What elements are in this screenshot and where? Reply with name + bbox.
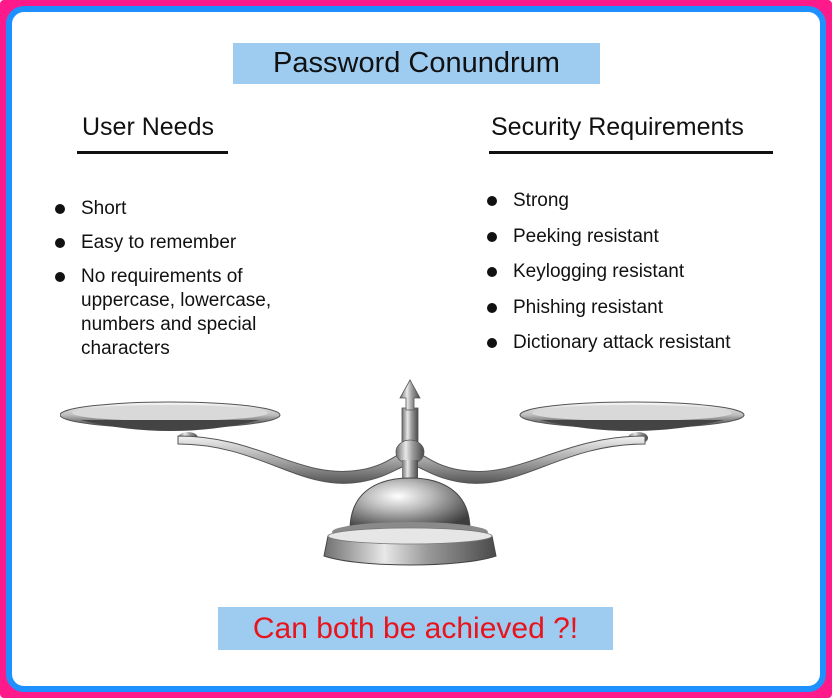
- list-item: Dictionary attack resistant: [487, 331, 787, 355]
- list-item: Strong: [487, 189, 787, 213]
- user-needs-list: Short Easy to remember No requirements o…: [55, 197, 355, 371]
- bullet-dot-icon: [487, 231, 497, 242]
- bullet-dot-icon: [55, 272, 65, 282]
- user-need-text: Easy to remember: [81, 232, 237, 253]
- security-requirement-text: Dictionary attack resistant: [513, 332, 731, 353]
- security-requirement-text: Keylogging resistant: [513, 261, 685, 282]
- balance-scale-icon: [60, 379, 745, 566]
- bullet-dot-icon: [487, 196, 497, 206]
- security-requirements-heading: Security Requirements: [491, 113, 744, 141]
- list-item: No requirements of uppercase, lowercase,…: [55, 265, 326, 361]
- security-requirement-text: Strong: [513, 190, 569, 211]
- security-requirements-underline: [489, 151, 773, 154]
- security-requirement-text: Peeking resistant: [513, 225, 659, 247]
- security-requirements-list: Strong Peeking resistant Keylogging resi…: [487, 189, 787, 367]
- user-needs-underline: [77, 151, 228, 154]
- bullet-dot-icon: [55, 238, 65, 248]
- central-question: Can both be achieved ?!: [218, 607, 613, 650]
- bullet-dot-icon: [487, 267, 497, 277]
- user-need-text: No requirements of uppercase, lowercase,…: [81, 266, 272, 359]
- security-requirement-text: Phishing resistant: [513, 296, 663, 318]
- list-item: Phishing resistant: [487, 296, 787, 320]
- list-item: Easy to remember: [55, 231, 355, 255]
- inner-frame: [6, 6, 826, 692]
- bullet-dot-icon: [487, 338, 497, 348]
- list-item: Short: [55, 197, 355, 221]
- list-item: Peeking resistant: [487, 225, 787, 249]
- page-title: Password Conundrum: [233, 43, 600, 84]
- list-item: Keylogging resistant: [487, 260, 787, 284]
- user-needs-heading: User Needs: [82, 113, 214, 141]
- bullet-dot-icon: [487, 302, 497, 313]
- user-need-text: Short: [81, 198, 127, 219]
- bullet-dot-icon: [55, 204, 65, 214]
